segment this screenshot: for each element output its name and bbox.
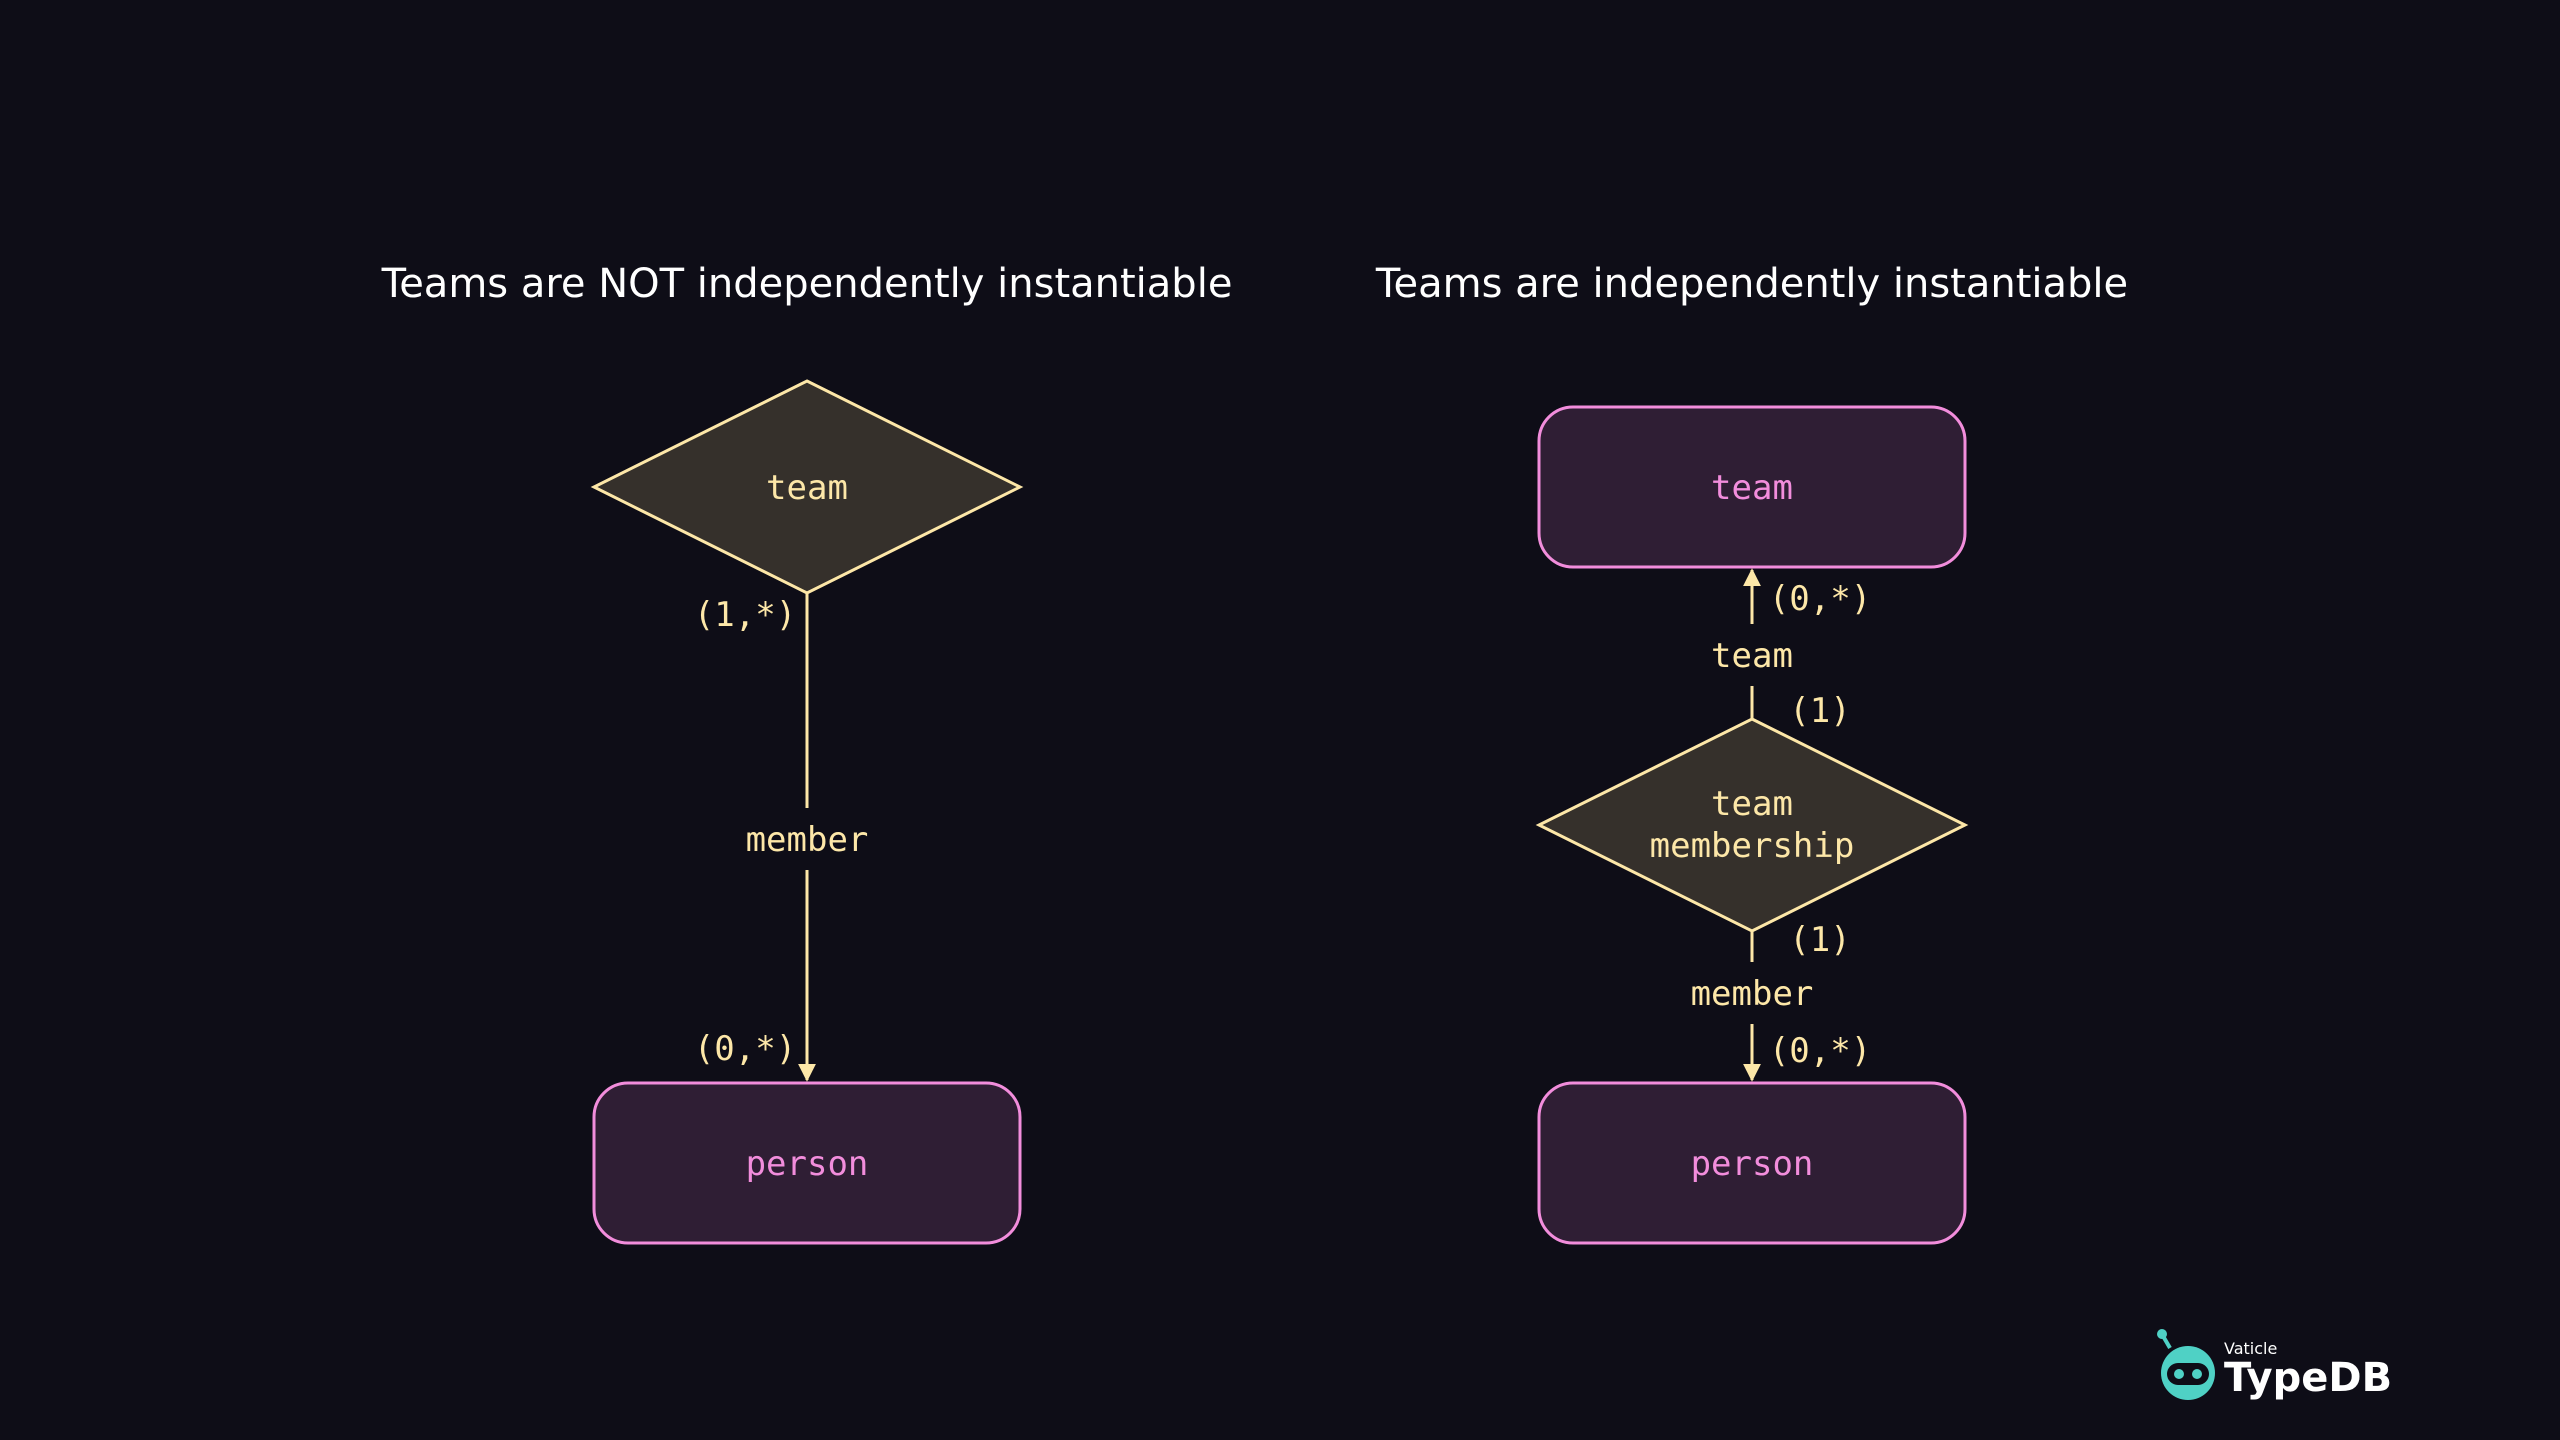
right-team-entity: team [1537, 405, 1967, 569]
right-relation-label-line1: team [1711, 784, 1793, 824]
left-team-label: team [766, 468, 848, 508]
right-cardinality-member-relation-side: (1) [1789, 920, 1850, 960]
right-cardinality-team-entity-side: (0,*) [1769, 579, 1871, 619]
right-relation-label-line2: membership [1650, 826, 1855, 866]
right-panel: Teams are independently instantiable tea… [1375, 261, 2128, 1245]
left-panel: Teams are NOT independently instantiable… [381, 261, 1233, 1245]
left-person-box [592, 1081, 1022, 1245]
right-person-label: person [1691, 1144, 1814, 1184]
right-team-membership-diamond [1535, 717, 1969, 933]
right-person-entity: person [1537, 1081, 1967, 1245]
logo-brand-name: TypeDB [2224, 1355, 2392, 1401]
left-person-entity: person [592, 1081, 1022, 1245]
robot-icon [2157, 1329, 2215, 1400]
right-member-role-label: member [1691, 974, 1814, 1014]
typedb-logo: Vaticle TypeDB [2157, 1329, 2392, 1401]
right-person-box [1537, 1081, 1967, 1245]
logo-company-name: Vaticle [2224, 1339, 2277, 1358]
right-cardinality-person-entity-side: (0,*) [1769, 1031, 1871, 1071]
right-panel-title: Teams are independently instantiable [1375, 261, 2128, 307]
left-person-label: person [746, 1144, 869, 1184]
left-cardinality-entity-side: (0,*) [694, 1029, 796, 1069]
left-member-role-label: member [746, 820, 869, 860]
right-team-membership-relation: team membership [1535, 717, 1969, 933]
right-team-entity-label: team [1711, 468, 1793, 508]
right-cardinality-team-relation-side: (1) [1789, 691, 1850, 731]
left-team-relation: team [590, 379, 1024, 595]
left-cardinality-relation-side: (1,*) [694, 595, 796, 635]
left-panel-title: Teams are NOT independently instantiable [381, 261, 1233, 307]
right-team-box [1537, 405, 1967, 569]
right-team-role-label: team [1711, 636, 1793, 676]
